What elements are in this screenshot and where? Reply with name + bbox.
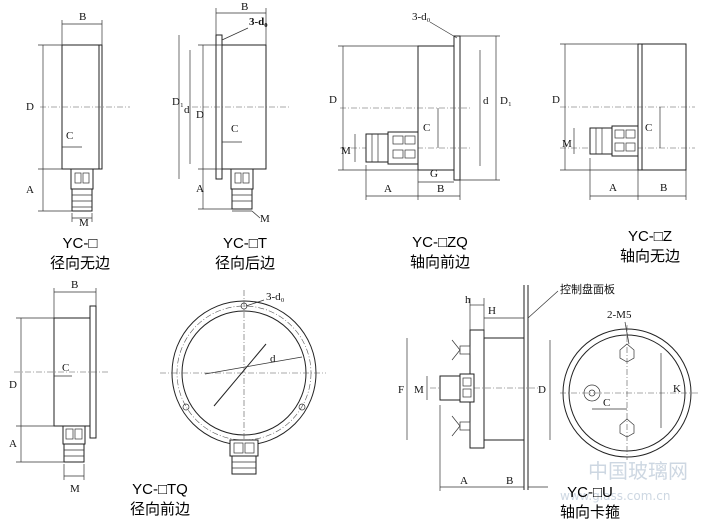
dim-c-label: C [231, 123, 238, 135]
dim-d1-label: D₁ [500, 95, 512, 107]
dim-b-label: B [437, 183, 444, 195]
caption-desc: 轴向前边 [409, 254, 470, 271]
dim-a-label: A [26, 184, 34, 196]
dim-hole-label: 3-d₀ [266, 291, 285, 303]
watermark-text: 中国玻璃网 [588, 459, 688, 483]
dim-b-label: B [506, 475, 513, 487]
figure-clamp-rear-view: K C 2-M5 [560, 309, 700, 460]
dim-c-label: C [423, 122, 430, 134]
dim-a-label: A [609, 182, 617, 194]
dim-b-label: B [79, 11, 86, 23]
caption-model: YC-□Z [627, 228, 673, 245]
figure-yc-radial-front-flange: B D C A M [9, 279, 110, 495]
dim-a-label: A [9, 438, 17, 450]
figure-yc-radial-no-flange: B D C A M [26, 11, 130, 229]
dim-small-d-label: d [184, 104, 190, 116]
panel-note: 控制盘面板 [560, 282, 615, 296]
dim-d-label: D [9, 379, 17, 391]
caption-yc-axial-no-flange: YC-□Z 轴向无边 [600, 227, 700, 267]
dim-m-label: M [562, 138, 572, 150]
watermark: 中国玻璃网 www.glass.com.cn [560, 459, 688, 503]
dim-h-label: h [465, 294, 471, 306]
dim-g-label: G [430, 168, 438, 180]
dim-m-label: M [70, 483, 80, 495]
caption-yc-radial-no-flange: YC-□ 径向无边 [40, 234, 120, 274]
caption-model: YC-□ [62, 235, 98, 252]
figure-yc-axial-no-flange: D M C A B [552, 43, 695, 200]
caption-desc: 轴向卡箍 [559, 504, 620, 521]
dim-m-label: M [341, 145, 351, 157]
dim-d-label: D [196, 109, 204, 121]
caption-model: YC-□ZQ [412, 234, 468, 251]
dim-c-label: C [66, 130, 73, 142]
dim-b-label: B [241, 1, 248, 13]
caption-yc-radial-front-flange: YC-□TQ 径向前边 [110, 480, 210, 520]
dim-k-label: K [673, 383, 681, 395]
caption-model: YC-□T [222, 235, 268, 252]
caption-yc-radial-rear-flange: YC-□T 径向后边 [200, 234, 290, 274]
figure-yc-axial-front-flange: 3-d₀ D d D₁ M C A G [329, 11, 512, 200]
dim-big-h-label: H [488, 305, 496, 317]
dim-d1-label: D₁ [172, 96, 184, 108]
dim-small-d-label: d [270, 353, 276, 365]
dim-c-label: C [62, 362, 69, 374]
figure-dial-front-view: d 3-d₀ [160, 290, 326, 475]
dim-f-label: F [398, 384, 404, 396]
dim-small-d-label: d [483, 95, 489, 107]
dim-a-label: A [384, 183, 392, 195]
caption-yc-axial-clamp: YC-□U 轴向卡箍 [545, 483, 635, 523]
dim-a-label: A [196, 183, 204, 195]
caption-desc: 径向后边 [214, 255, 275, 272]
watermark-url: www.glass.com.cn [560, 489, 670, 503]
dim-m-label: M [79, 217, 89, 229]
dim-d-label: D [552, 94, 560, 106]
dim-b-label: B [660, 182, 667, 194]
dim-m5-label: 2-M5 [607, 309, 632, 321]
dim-c-label: C [603, 397, 610, 409]
caption-model: YC-□TQ [132, 481, 188, 498]
caption-desc: 径向前边 [129, 501, 190, 518]
dim-m-label: M [260, 213, 270, 225]
dim-c-label: C [645, 122, 652, 134]
dim-d-label: D [538, 384, 546, 396]
caption-model: YC-□U [567, 484, 613, 501]
dim-d-label: D [26, 101, 34, 113]
dim-b-label: B [71, 279, 78, 291]
dim-hole-label: 3-d₀ [249, 16, 268, 28]
figure-yc-radial-rear-flange: B 3-d₀ D₁ d D C A M [172, 1, 290, 225]
dim-m-label: M [414, 384, 424, 396]
caption-yc-axial-front-flange: YC-□ZQ 轴向前边 [390, 233, 490, 273]
dim-d-label: D [329, 94, 337, 106]
caption-desc: 轴向无边 [619, 248, 680, 265]
dim-a-label: A [460, 475, 468, 487]
dim-hole-label: 3-d₀ [412, 11, 431, 23]
caption-desc: 径向无边 [49, 255, 110, 272]
figure-yc-axial-clamp: 控制盘面板 F M D h H A B [398, 282, 615, 491]
